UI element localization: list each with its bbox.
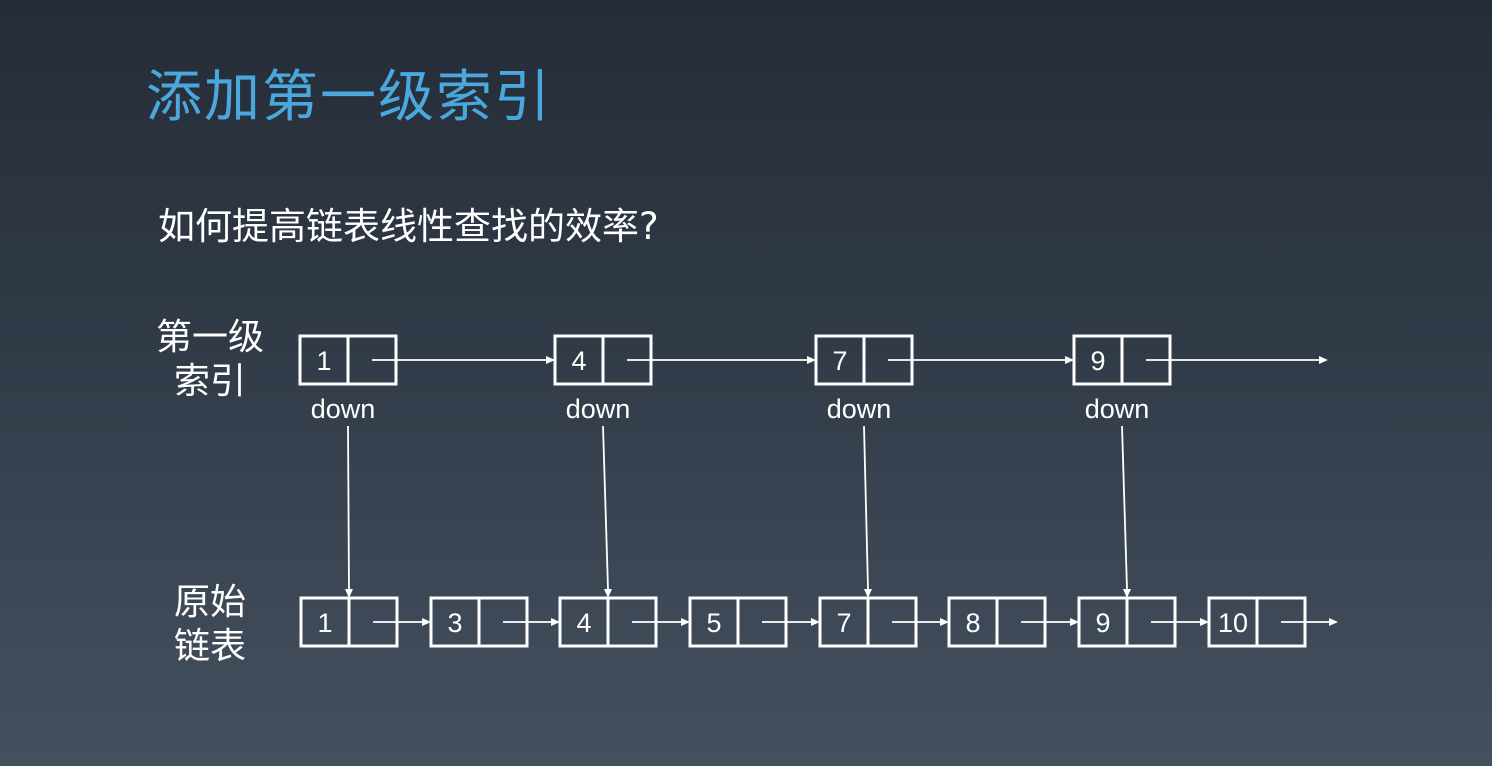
down-arrow-9	[1121, 425, 1131, 598]
down-arrow-7	[863, 425, 872, 598]
base-next-arrow-7-head	[940, 618, 949, 626]
down-arrow-1-shaft	[347, 425, 350, 590]
index-node-7-value: 7	[832, 346, 847, 376]
base-node-4-value: 4	[576, 608, 591, 638]
base-next-arrow-1	[373, 618, 431, 626]
base-next-arrow-4	[632, 618, 690, 626]
down-arrow-4-shaft	[602, 425, 609, 590]
base-next-arrow-5	[762, 618, 820, 626]
down-arrow-9-head	[1123, 589, 1131, 598]
base-next-arrow-5-head	[811, 618, 820, 626]
down-label-7: down	[827, 394, 892, 424]
index-next-arrow-1	[372, 356, 555, 364]
base-next-arrow-9-head	[1200, 618, 1209, 626]
index-node-1-value: 1	[316, 346, 331, 376]
index-next-arrow-7-head	[1065, 356, 1074, 364]
base-node-9-value: 9	[1095, 608, 1110, 638]
down-label-1: down	[311, 394, 376, 424]
index-node-9-value: 9	[1090, 346, 1105, 376]
base-next-arrow-3-head	[551, 618, 560, 626]
index-level-label-line-2: 索引	[173, 361, 246, 402]
index-next-arrow-1-head	[546, 356, 555, 364]
base-next-arrow-4-head	[681, 618, 690, 626]
base-next-arrow-10-head	[1329, 618, 1338, 626]
base-node-10-value: 10	[1218, 608, 1248, 638]
base-node-7-value: 7	[836, 608, 851, 638]
down-arrow-9-shaft	[1121, 425, 1128, 590]
index-next-arrow-4	[627, 356, 816, 364]
base-node-1-value: 1	[317, 608, 332, 638]
base-next-arrow-8	[1021, 618, 1079, 626]
slide-title: 添加第一级索引	[146, 65, 552, 130]
down-arrow-1-head	[345, 589, 353, 598]
down-label-9: down	[1085, 394, 1150, 424]
base-list-label: 原始 链表	[145, 581, 275, 669]
base-next-arrow-9	[1151, 618, 1209, 626]
index-next-arrow-7	[888, 356, 1074, 364]
index-level-label: 第一级 索引	[145, 316, 275, 404]
down-label-4: down	[566, 394, 631, 424]
base-list-label-line-2: 链表	[173, 626, 246, 667]
down-arrow-7-head	[864, 589, 872, 598]
index-node-1: 1	[298, 334, 398, 386]
base-next-arrow-3	[503, 618, 560, 626]
index-next-arrow-9	[1146, 356, 1328, 364]
index-next-arrow-9-head	[1319, 356, 1328, 364]
index-level-label-line-1: 第一级	[155, 317, 264, 358]
base-next-arrow-8-head	[1070, 618, 1079, 626]
base-node-5-value: 5	[706, 608, 721, 638]
base-node-8-value: 8	[965, 608, 980, 638]
down-arrow-1	[345, 425, 353, 598]
down-arrow-4	[602, 425, 612, 598]
down-arrow-4-head	[604, 589, 612, 598]
index-node-4-value: 4	[571, 346, 586, 376]
base-next-arrow-10	[1281, 618, 1338, 626]
down-arrow-7-shaft	[863, 425, 869, 590]
base-next-arrow-7	[892, 618, 949, 626]
slide-question: 如何提高链表线性查找的效率?	[158, 205, 659, 248]
base-next-arrow-1-head	[422, 618, 431, 626]
index-next-arrow-4-head	[807, 356, 816, 364]
base-list-label-line-1: 原始	[173, 582, 246, 623]
base-node-3-value: 3	[447, 608, 462, 638]
